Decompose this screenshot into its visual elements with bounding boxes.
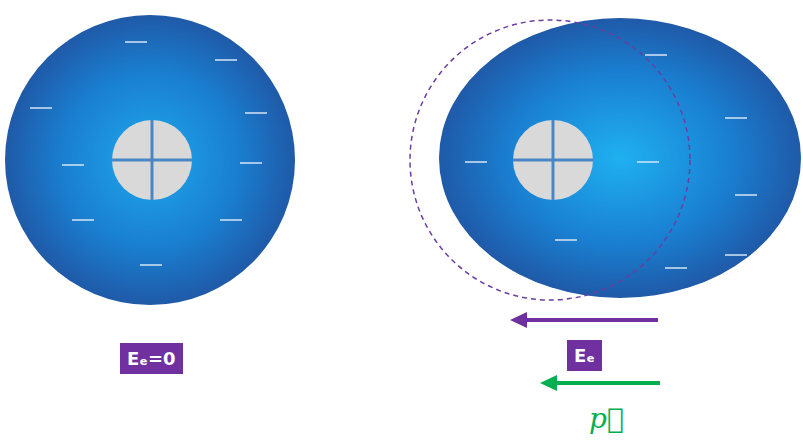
- polarized-atom: [410, 18, 801, 300]
- dipole-arrow: [540, 375, 660, 391]
- field-label: Eₑ=0: [127, 348, 176, 369]
- neutral-atom: [5, 15, 295, 305]
- field-label-box: Eₑ=0: [120, 343, 183, 374]
- field-arrow: [510, 312, 658, 328]
- field-label: Eₑ: [574, 345, 595, 366]
- field-label-box: Eₑ: [567, 340, 602, 371]
- dipole-label: p⃗: [589, 402, 624, 435]
